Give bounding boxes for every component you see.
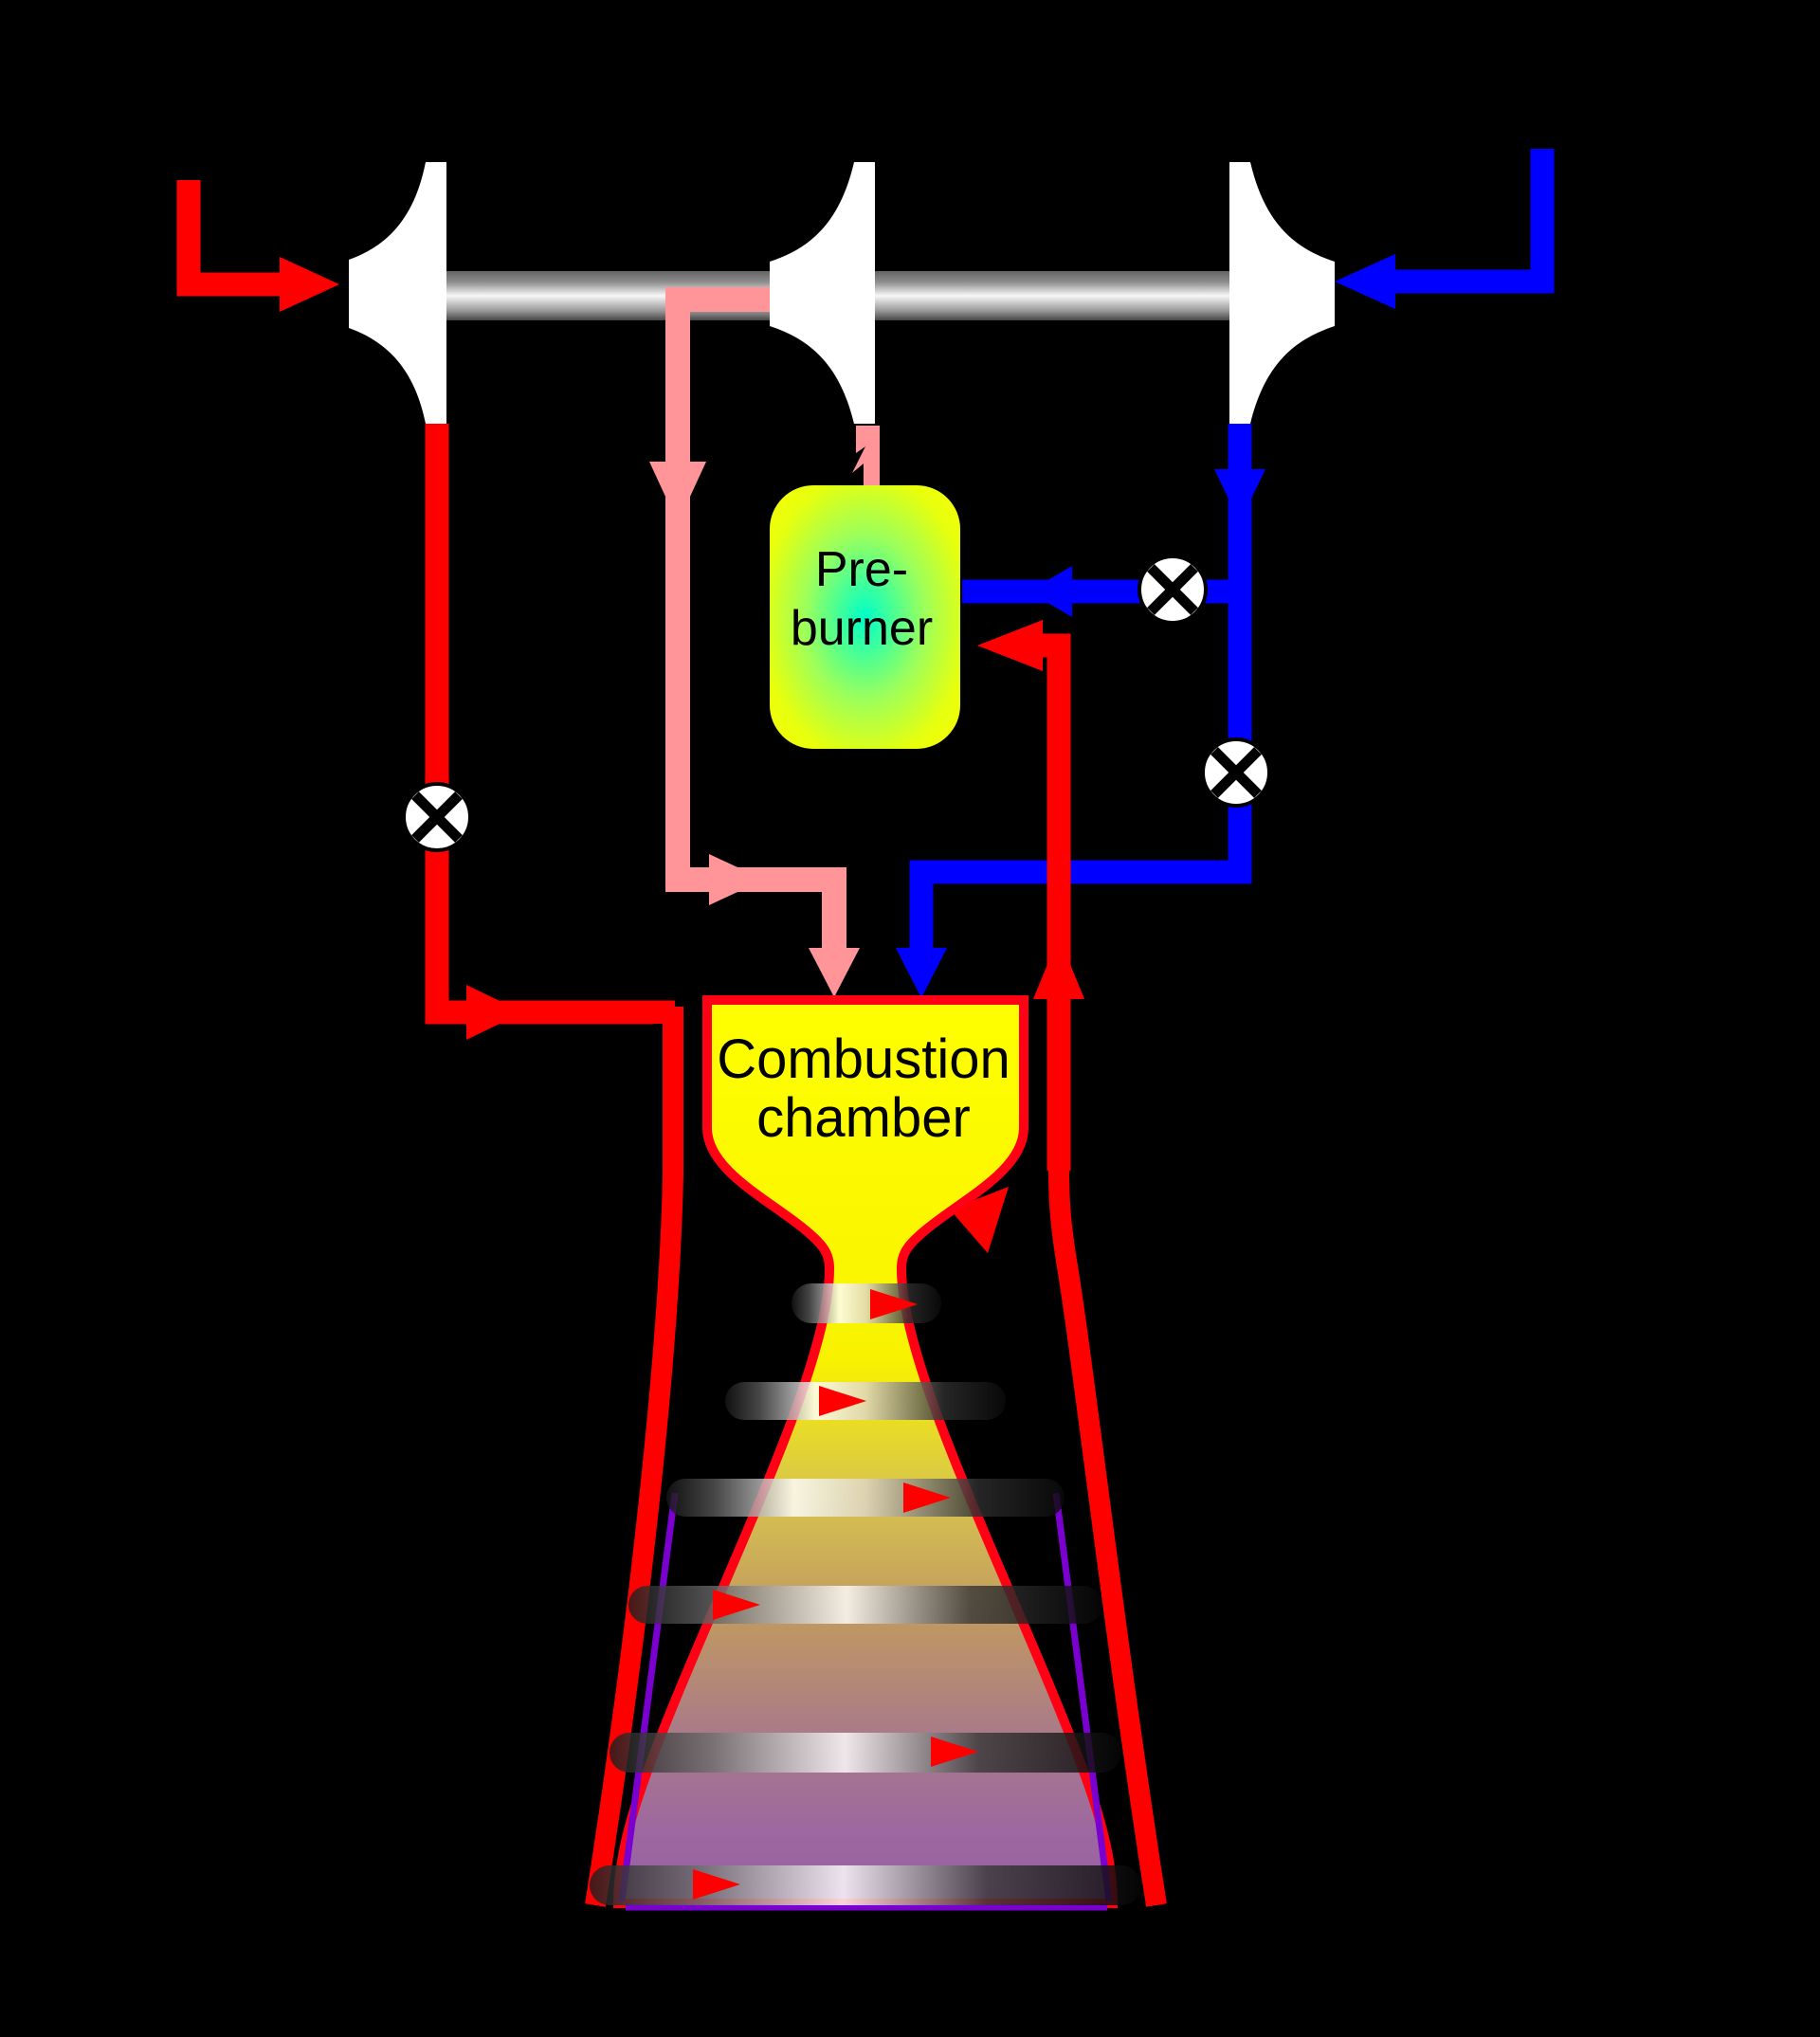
jacket-left [585,1007,683,1907]
cooling-ring-6 [590,1865,1141,1905]
oxidizer-main-valve-icon [1201,737,1271,808]
cooling-ring-1 [792,1283,941,1323]
ring-arrow-4 [713,1590,760,1620]
preburner-label-line2: burner [791,601,933,656]
fuel-pump-volute [349,162,426,424]
oxidizer-preburner-valve-icon [1138,555,1208,625]
coolant-up-arrow [1033,937,1084,999]
oxidizer-chamber-arrow [896,948,947,998]
turbine-disc [854,162,875,424]
fuel-pump-icon [349,162,446,424]
oxidizer-pump-icon [1229,162,1335,424]
fuel-pump-disc [426,162,446,424]
ring-arrow-6 [693,1869,740,1900]
fuel-valve-cross [411,791,463,843]
jacket-curve-arrow [950,1187,1009,1253]
ring-arrow-5 [931,1737,978,1767]
oxidizer-main-path [909,424,1252,953]
fuel-right-arrow [466,985,523,1040]
oxidizer-arrows [896,254,1395,998]
hot-gas-line [665,287,846,953]
coolant-preburner-arrow [977,620,1043,671]
fuel-inlet-arrow [280,257,339,312]
coolant-riser-path [1043,633,1071,1180]
oxidizer-main-valve-cross [1210,747,1262,798]
nozzle-exit-purple-edges [618,1492,1113,1911]
chamber-label-line2: chamber [756,1087,971,1149]
fuel-valve-icon [402,782,472,852]
turbine-icon [770,162,875,424]
ring-arrow-1 [870,1289,918,1319]
nozzle-cooling-rings [590,1283,1141,1905]
cooling-ring-3 [666,1479,1065,1517]
ring-arrow-3 [903,1482,951,1513]
combustion-chamber-label: Combustion chamber [717,1028,1010,1149]
jacket-right [1048,1170,1167,1907]
hot-gas-chamber-arrow [809,948,860,997]
fuel-main-path [425,424,675,1025]
oxidizer-down-arrow [1214,469,1265,522]
purple-edge-right [1052,1492,1113,1902]
combustion-chamber-vessel [612,995,1119,1911]
oxidizer-inlet-arrow [1335,254,1395,309]
fuel-arrows [280,257,1084,1253]
oxidizer-pump-volute [1250,162,1335,424]
preburner-label-line1: Pre- [815,542,908,597]
hot-gas-arrows [649,426,880,997]
cooling-jacket [585,1007,1167,1907]
oxidizer-pump-disc [1229,162,1250,424]
valves [402,555,1271,852]
preburner-box [770,485,960,749]
fuel-inlet-path [176,180,284,297]
oxidizer-inlet-path [1395,149,1555,294]
oxidizer-preburner-valve-cross [1147,564,1198,615]
turbomachines [349,162,1335,424]
cooling-ring-5 [610,1733,1121,1773]
shaft-right-segment [875,271,1229,320]
turbine-volute [770,162,854,424]
hot-gas-right-arrow [709,854,764,905]
hot-gas-down-arrow [649,462,706,523]
chamber-label-line1: Combustion [717,1028,1010,1090]
cooling-ring-4 [628,1586,1102,1624]
fuel-lines [176,180,1071,1180]
cooling-ring-arrows [693,1289,978,1900]
preburner-to-turbine-stub [852,426,880,485]
ring-arrow-2 [819,1386,866,1416]
oxidizer-preburner-arrow [1028,566,1072,617]
hot-gas-path [665,287,846,953]
preburner-vessel: Pre- burner [770,485,960,749]
purple-edge-left [618,1492,679,1902]
